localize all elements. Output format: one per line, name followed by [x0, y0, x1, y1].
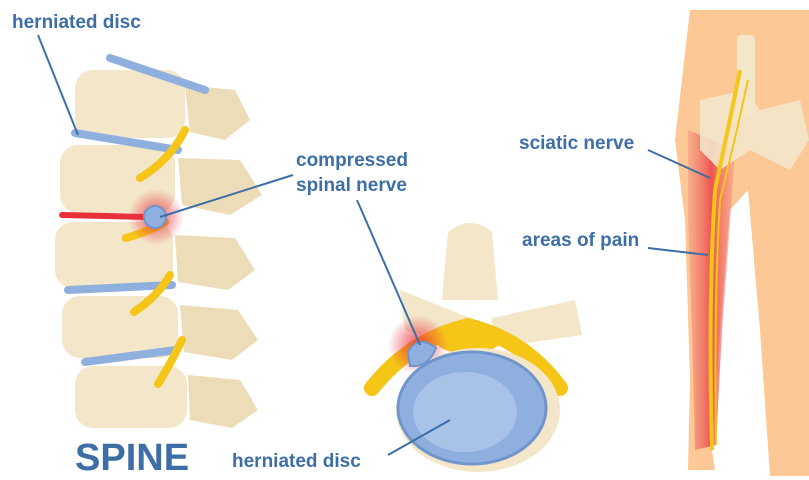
leader-line: [38, 35, 78, 135]
label-herniated-disc-top: herniated disc: [12, 13, 141, 34]
label-spinal-nerve: spinal nerve: [296, 176, 407, 197]
vertebra-process: [180, 305, 258, 360]
vertebra-body: [75, 366, 187, 428]
disc-nucleus: [413, 372, 517, 452]
leader-line: [357, 200, 420, 345]
vertebra-process: [185, 85, 250, 140]
spinous-process: [442, 223, 498, 300]
label-sciatic-nerve: sciatic nerve: [519, 134, 634, 155]
vertebra-top-view: [372, 223, 582, 472]
label-compressed: compressed: [296, 151, 408, 172]
body-leg-view: [675, 10, 809, 476]
vertebra-process: [175, 235, 255, 290]
label-herniated-disc-bottom: herniated disc: [232, 452, 361, 473]
vertebra-process: [188, 375, 258, 428]
label-areas-of-pain: areas of pain: [522, 231, 639, 252]
spine-side-view: [55, 58, 262, 428]
label-spine-title: SPINE: [75, 438, 189, 480]
